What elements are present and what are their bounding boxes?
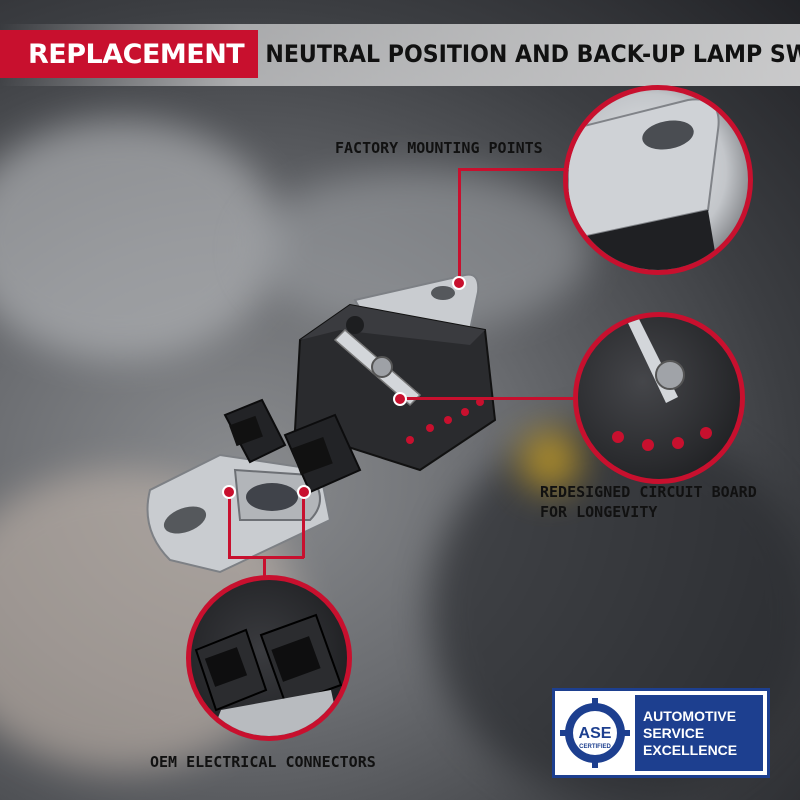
callout-line — [302, 490, 305, 558]
callout-line — [228, 556, 304, 559]
callout-dot — [222, 485, 236, 499]
callout-label-circuit: REDESIGNED CIRCUIT BOARD FOR LONGEVITY — [540, 482, 757, 522]
ase-logo: ASE CERTIFIED — [555, 691, 635, 775]
title-highlight: REPLACEMENT — [0, 30, 259, 78]
ase-line-3: EXCELLENCE — [643, 741, 738, 758]
ase-logo-sub: CERTIFIED — [579, 744, 611, 750]
ase-badge: ASE CERTIFIED AUTOMOTIVE SERVICE EXCELLE… — [552, 688, 770, 778]
callout-line — [458, 168, 461, 280]
callout-dot — [393, 392, 407, 406]
callout-label-circuit-line2: FOR LONGEVITY — [540, 503, 658, 521]
callout-label-connectors: OEM ELECTRICAL CONNECTORS — [150, 753, 376, 771]
connectors-detail-illustration — [194, 613, 343, 736]
callout-line — [228, 490, 231, 558]
title-text: NEUTRAL POSITION AND BACK-UP LAMP SWITCH — [265, 40, 800, 68]
background-blur — [0, 120, 280, 360]
ase-line-1: AUTOMOTIVE — [643, 707, 737, 724]
callout-line — [458, 168, 564, 171]
callout-dot — [452, 276, 466, 290]
mounting-detail-illustration — [568, 98, 720, 270]
callout-dot — [297, 485, 311, 499]
circuit-detail-illustration — [612, 317, 712, 451]
callout-circle-circuit — [573, 312, 745, 484]
page-title: REPLACEMENT NEUTRAL POSITION AND BACK-UP… — [0, 30, 800, 78]
background-blur — [520, 430, 580, 490]
callout-line — [398, 397, 576, 400]
callout-label-mounting: FACTORY MOUNTING POINTS — [335, 139, 543, 157]
callout-circle-mounting — [563, 85, 753, 275]
ase-text: AUTOMOTIVE SERVICE EXCELLENCE — [635, 695, 763, 771]
callout-label-circuit-line1: REDESIGNED CIRCUIT BOARD — [540, 483, 757, 501]
callout-circle-connectors — [186, 575, 352, 741]
ase-line-2: SERVICE — [643, 724, 705, 741]
callout-line — [263, 556, 266, 578]
ase-logo-text: ASE — [579, 725, 612, 742]
ase-gear-icon: ASE CERTIFIED — [560, 698, 630, 768]
